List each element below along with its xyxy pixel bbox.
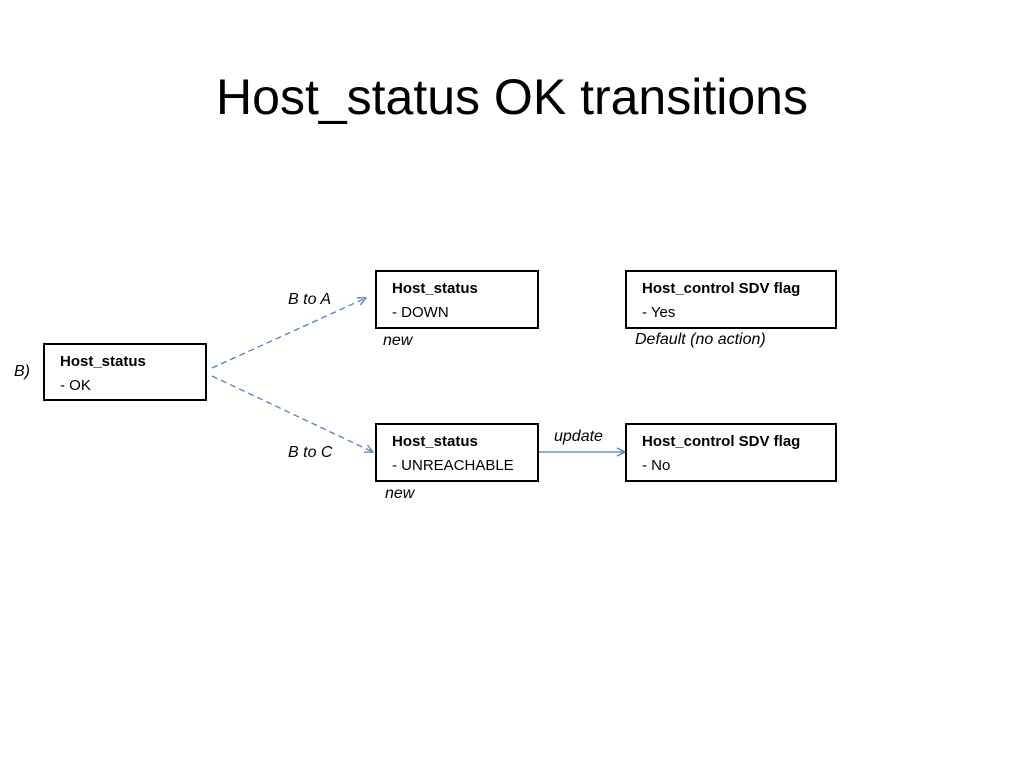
node-value: - Yes bbox=[642, 304, 676, 321]
node-value: - UNREACHABLE bbox=[392, 457, 514, 474]
node-host-status-down: Host_status - DOWN bbox=[375, 270, 539, 329]
node-value: - OK bbox=[60, 377, 91, 394]
node-host-status-unreachable: Host_status - UNREACHABLE bbox=[375, 423, 539, 482]
note-down-new: new bbox=[383, 332, 413, 349]
edge-label-b-to-c: B to C bbox=[288, 444, 333, 461]
node-title: Host_control SDV flag bbox=[642, 433, 801, 450]
node-title: Host_control SDV flag bbox=[642, 280, 801, 297]
note-flag-default: Default (no action) bbox=[635, 331, 766, 348]
node-sdv-flag-no: Host_control SDV flag - No bbox=[625, 423, 837, 482]
slide-title: Host_status OK transitions bbox=[216, 69, 808, 125]
node-host-status-ok: Host_status - OK bbox=[43, 343, 207, 401]
node-title: Host_status bbox=[392, 433, 478, 450]
edge-b-to-c bbox=[211, 375, 373, 452]
node-value: - No bbox=[642, 457, 671, 474]
edge-b-to-a bbox=[211, 298, 366, 369]
row-label: B) bbox=[14, 363, 30, 380]
edge-label-b-to-a: B to A bbox=[288, 291, 331, 308]
node-sdv-flag-yes: Host_control SDV flag - Yes bbox=[625, 270, 837, 329]
node-title: Host_status bbox=[392, 280, 478, 297]
edge-label-update: update bbox=[554, 428, 603, 445]
node-value: - DOWN bbox=[392, 304, 449, 321]
node-title: Host_status bbox=[60, 353, 146, 370]
note-unreachable-new: new bbox=[385, 485, 415, 502]
